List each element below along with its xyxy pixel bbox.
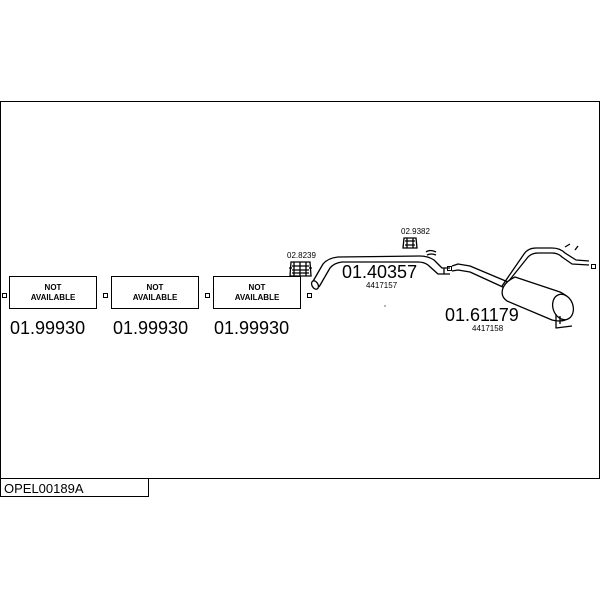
connector-square bbox=[307, 293, 312, 298]
front-pipe-oem-number: 4417157 bbox=[366, 281, 398, 290]
assembly-code: OPEL00189A bbox=[4, 481, 84, 496]
clamp-2-part-number[interactable]: 02.9382 bbox=[401, 227, 430, 236]
not-available-line1: NOT bbox=[248, 282, 266, 292]
part-number-not-available-2[interactable]: 01.99930 bbox=[113, 318, 189, 338]
clamp-2-icon[interactable] bbox=[402, 237, 437, 256]
diagram-dot bbox=[384, 305, 386, 307]
clamp-1-icon[interactable] bbox=[289, 261, 312, 277]
assembly-code-box: OPEL00189A bbox=[0, 478, 149, 497]
clamp-1-part-number[interactable]: 02.8239 bbox=[287, 251, 316, 260]
not-available-line1: NOT bbox=[146, 282, 164, 292]
connector-square bbox=[103, 293, 108, 298]
front-pipe-icon[interactable] bbox=[310, 255, 450, 290]
rear-silencer-part-number[interactable]: 01.61179 bbox=[445, 305, 519, 325]
front-pipe-part-number[interactable]: 01.40357 bbox=[342, 262, 418, 282]
not-available-line1: NOT bbox=[44, 282, 62, 292]
not-available-line2: AVAILABLE bbox=[234, 292, 280, 302]
connector-square bbox=[2, 293, 7, 298]
connector-square bbox=[591, 264, 596, 269]
connector-square bbox=[205, 293, 210, 298]
rear-silencer-icon[interactable] bbox=[451, 243, 590, 329]
part-number-not-available-3[interactable]: 01.99930 bbox=[214, 318, 290, 338]
part-number-not-available-1[interactable]: 01.99930 bbox=[10, 318, 86, 338]
not-available-line2: AVAILABLE bbox=[132, 292, 178, 302]
rear-silencer-oem-number: 4417158 bbox=[472, 324, 504, 333]
not-available-line2: AVAILABLE bbox=[30, 292, 76, 302]
